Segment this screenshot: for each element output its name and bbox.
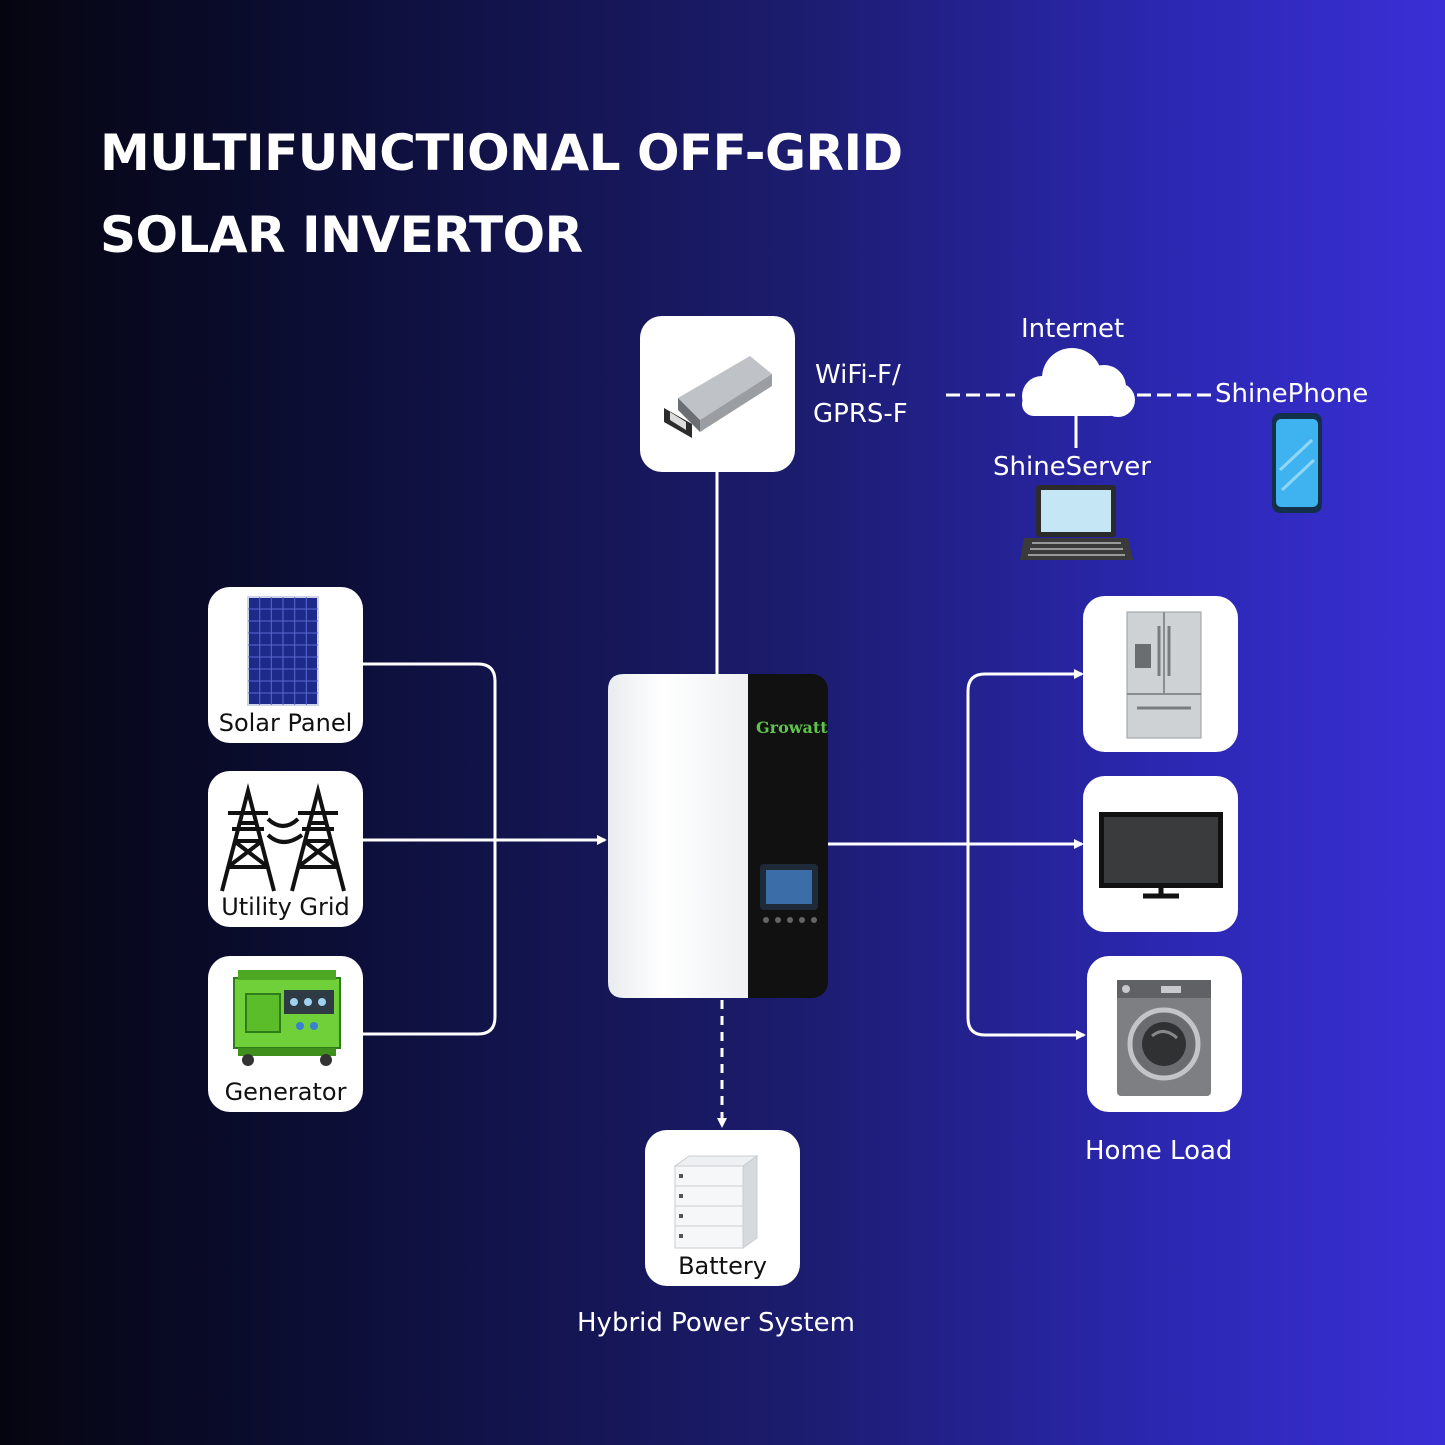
input-bus-line [362,662,497,1036]
smartphone-icon [1272,413,1322,513]
laptop-icon [1020,485,1133,560]
title-line-1: MULTIFUNCTIONAL OFF-GRID [100,124,903,182]
load-bus-line [966,672,1082,1037]
home-load-caption: Home Load [1085,1136,1233,1166]
hybrid-system-caption: Hybrid Power System [577,1308,855,1338]
shinephone-label: ShinePhone [1215,379,1369,409]
utility-grid-label: Utility Grid [221,893,350,921]
refrigerator-icon [1126,611,1202,739]
tv-card [1083,776,1238,932]
cloud-icon [1022,348,1135,417]
wifi-module-label-1: WiFi-F/ [815,360,901,390]
wifi-module-card [640,316,795,472]
inverter-icon [608,674,828,998]
shineserver-label: ShineServer [993,452,1151,482]
washing-machine-icon [1117,980,1211,1096]
battery-card: Battery [645,1130,800,1286]
battery-label: Battery [678,1252,767,1280]
solar-panel-card: Solar Panel [208,587,363,743]
washing-machine-card [1087,956,1242,1112]
solar-panel-label: Solar Panel [218,709,353,737]
utility-grid-card: Utility Grid [208,771,363,927]
title-line-2: SOLAR INVERTOR [100,206,583,264]
page-title: MULTIFUNCTIONAL OFF-GRID SOLAR INVERTOR [100,112,903,276]
refrigerator-card [1083,596,1238,752]
battery-icon [673,1155,759,1249]
generator-card: Generator [208,956,363,1112]
internet-label: Internet [1021,314,1125,344]
wifi-module-label-2: GPRS-F [813,399,908,429]
generator-icon [233,970,341,1066]
tv-icon [1099,812,1223,899]
inverter-unit: Growatt [608,674,828,998]
wifi-module-icon [664,356,772,438]
solar-panel-icon [247,596,319,706]
inverter-brand: Growatt [756,718,828,737]
transmission-tower-icon [220,783,346,892]
generator-label: Generator [224,1078,347,1106]
